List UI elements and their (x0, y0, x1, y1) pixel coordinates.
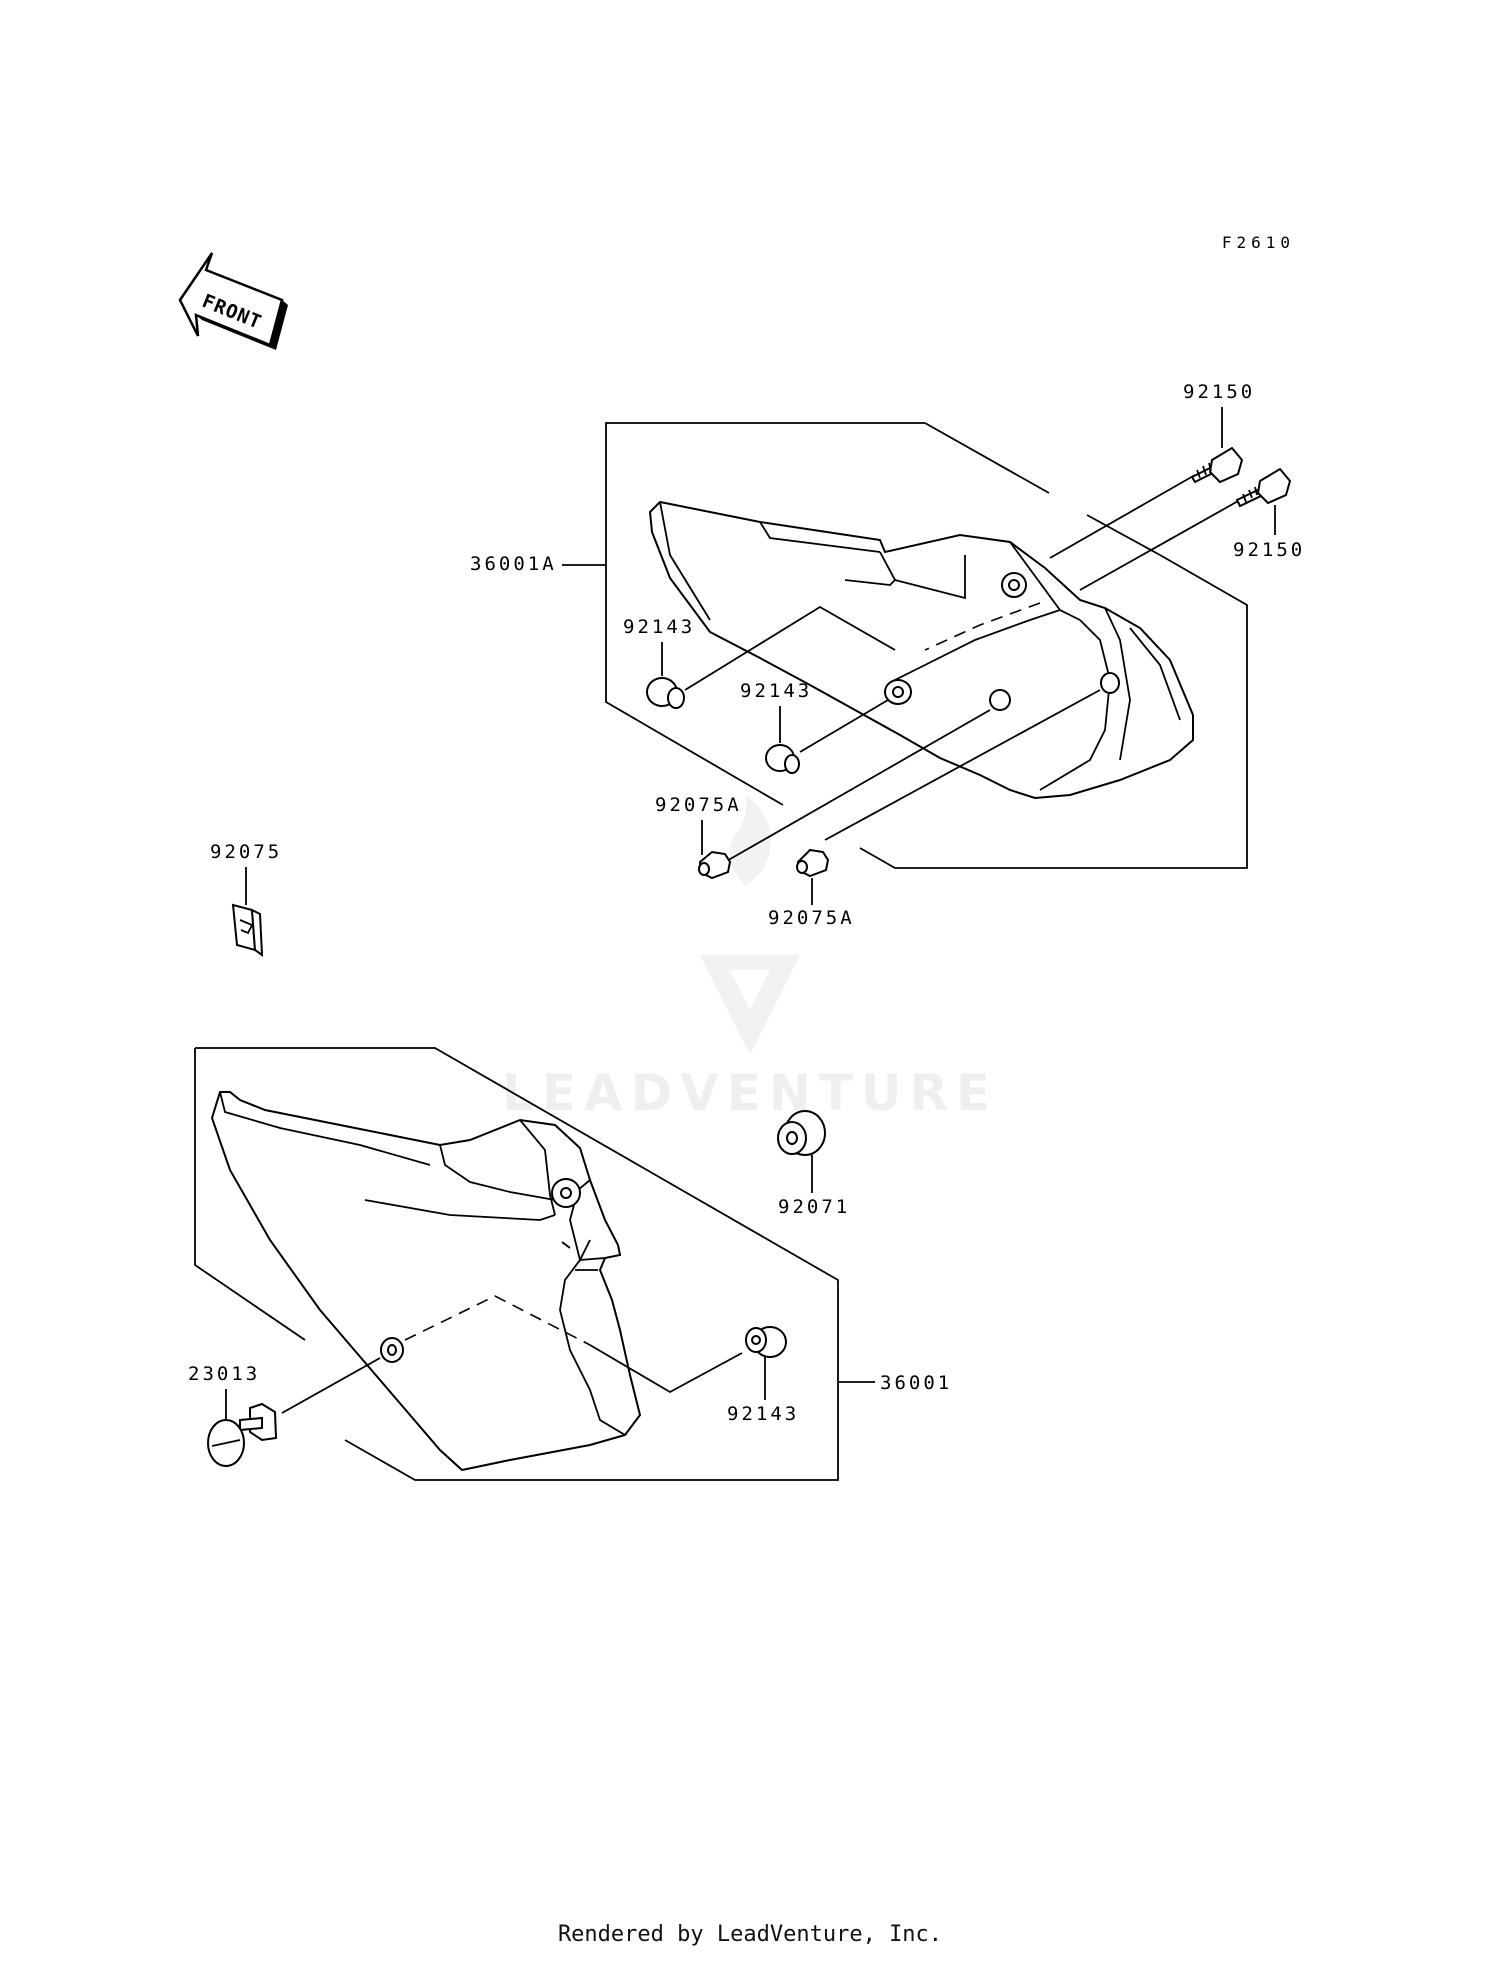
collar-92075a-b (796, 848, 830, 878)
collar-92075a-a (698, 850, 732, 880)
label-92075: 92075 (210, 841, 282, 863)
footer-credit: Rendered by LeadVenture, Inc. (557, 1922, 943, 1947)
front-arrow-icon: FRONT (178, 252, 288, 350)
label-36001a: 36001A (470, 553, 557, 575)
label-92150-lower: 92150 (1233, 539, 1305, 561)
label-92143-lower: 92143 (727, 1403, 799, 1425)
watermark-text: LEADVENTURE (502, 1064, 998, 1122)
label-92075a-b: 92075A (768, 907, 855, 929)
bolt-92150-lower (1235, 467, 1292, 508)
grommet-92143-upper-b (765, 744, 800, 774)
label-92143-upper-b: 92143 (740, 680, 812, 702)
grommet-92143-upper-a (646, 677, 685, 709)
label-92143-upper-a: 92143 (623, 616, 695, 638)
clip-92075 (231, 903, 264, 958)
leadventure-watermark: LEADVENTURE (502, 795, 998, 1122)
label-92075a-a: 92075A (655, 794, 742, 816)
grommet-92143-lower (745, 1326, 787, 1358)
label-92150-upper: 92150 (1183, 381, 1255, 403)
label-92071: 92071 (778, 1196, 850, 1218)
upper-cover-assembly (562, 422, 1248, 869)
fastener-23013 (207, 1402, 278, 1467)
label-36001: 36001 (880, 1372, 952, 1394)
grommet-92071 (777, 1110, 826, 1156)
lower-cover-assembly (194, 1047, 875, 1481)
label-23013: 23013 (188, 1363, 260, 1385)
diagram-code: F2610 (1222, 233, 1295, 252)
bolt-92150-upper (1190, 446, 1244, 484)
